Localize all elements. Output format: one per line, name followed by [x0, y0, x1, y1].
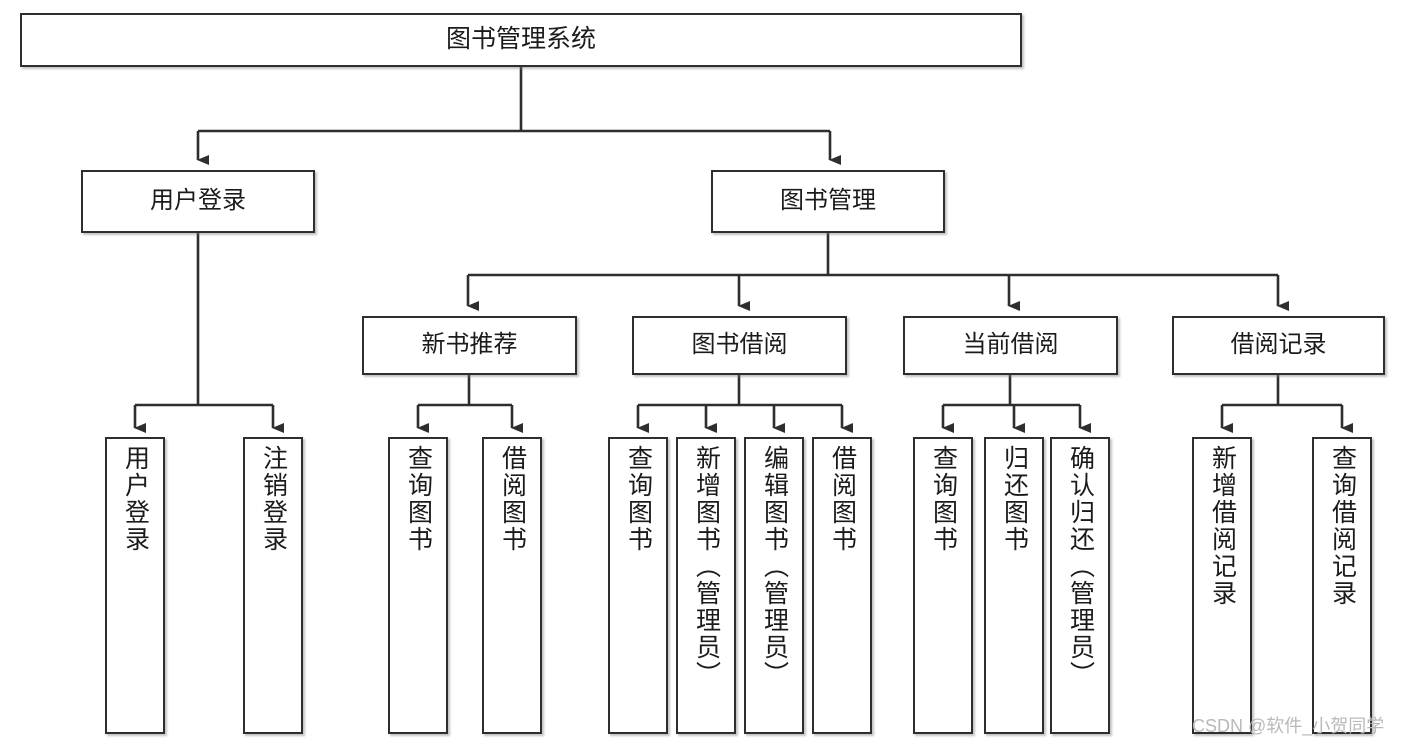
node-leaf-add-borrow-record[interactable]: 新增借阅记录 [1192, 437, 1252, 734]
node-leaf-add-borrow-record-label: 新增借阅记录 [1208, 445, 1237, 607]
node-current-borrow[interactable]: 当前借阅 [903, 316, 1118, 375]
node-leaf-query-book-rec-label: 查询图书 [404, 445, 433, 553]
node-leaf-borrow-book[interactable]: 借阅图书 [812, 437, 872, 734]
node-leaf-add-book-admin[interactable]: 新增图书（管理员） [676, 437, 736, 734]
node-leaf-logout[interactable]: 注销登录 [243, 437, 303, 734]
node-book-manage[interactable]: 图书管理 [711, 170, 945, 233]
node-leaf-logout-label: 注销登录 [259, 445, 288, 553]
node-user-login-label: 用户登录 [150, 187, 246, 215]
node-leaf-edit-book-admin[interactable]: 编辑图书（管理员） [744, 437, 804, 734]
node-leaf-edit-book-admin-label: 编辑图书（管理员） [760, 445, 789, 688]
node-leaf-query-borrow-record[interactable]: 查询借阅记录 [1312, 437, 1372, 734]
node-leaf-user-login-label: 用户登录 [121, 445, 150, 553]
node-current-borrow-label: 当前借阅 [962, 331, 1059, 359]
node-leaf-confirm-return-admin[interactable]: 确认归还（管理员） [1050, 437, 1110, 734]
node-book-borrow-label: 图书借阅 [691, 331, 788, 359]
node-book-borrow[interactable]: 图书借阅 [632, 316, 847, 375]
node-leaf-borrow-book-label: 借阅图书 [828, 445, 857, 553]
node-new-book-recommend-label: 新书推荐 [421, 331, 518, 359]
node-root[interactable]: 图书管理系统 [20, 13, 1022, 67]
node-leaf-add-book-admin-label: 新增图书（管理员） [692, 445, 721, 688]
node-leaf-confirm-return-admin-label: 确认归还（管理员） [1066, 445, 1095, 688]
node-book-manage-label: 图书管理 [780, 187, 876, 215]
node-leaf-return-book-label: 归还图书 [1000, 445, 1029, 553]
node-new-book-recommend[interactable]: 新书推荐 [362, 316, 577, 375]
node-borrow-record-label: 借阅记录 [1230, 331, 1327, 359]
node-leaf-query-borrow-record-label: 查询借阅记录 [1328, 445, 1357, 607]
node-leaf-query-book-borrow-label: 查询图书 [624, 445, 653, 553]
node-leaf-query-book-cur[interactable]: 查询图书 [913, 437, 973, 734]
node-leaf-user-login[interactable]: 用户登录 [105, 437, 165, 734]
csdn-watermark: CSDN @软件_小贺同学 [1192, 716, 1385, 736]
node-leaf-query-book-rec[interactable]: 查询图书 [388, 437, 448, 734]
node-user-login[interactable]: 用户登录 [81, 170, 315, 233]
node-leaf-query-book-cur-label: 查询图书 [929, 445, 958, 553]
node-root-label: 图书管理系统 [445, 25, 596, 54]
node-leaf-borrow-book-rec[interactable]: 借阅图书 [482, 437, 542, 734]
node-leaf-return-book[interactable]: 归还图书 [984, 437, 1044, 734]
node-borrow-record[interactable]: 借阅记录 [1172, 316, 1385, 375]
node-leaf-borrow-book-rec-label: 借阅图书 [498, 445, 527, 553]
node-leaf-query-book-borrow[interactable]: 查询图书 [608, 437, 668, 734]
